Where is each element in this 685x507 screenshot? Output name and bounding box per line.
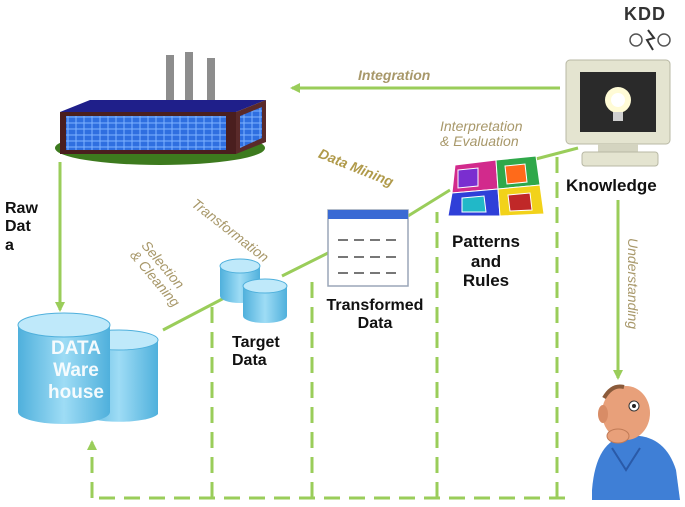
transformed-data-label: Transformed Data — [326, 297, 424, 333]
kdd-logo-text: KDD — [624, 4, 666, 24]
monitor-lightbulb-icon — [565, 59, 671, 167]
person-thinking-icon — [592, 384, 680, 500]
puzzle-icon — [447, 155, 545, 217]
target-data-label: Target Data — [232, 334, 280, 370]
raw-data-label: Raw Dat a — [5, 200, 38, 254]
feedback-lines — [87, 150, 565, 500]
transformation-arrow — [281, 250, 331, 278]
interpretation-label: Interpretation & Evaluation — [440, 118, 523, 150]
kdd-logo — [629, 29, 671, 51]
integration-label: Integration — [358, 67, 431, 83]
interpretation-arrow — [531, 146, 579, 162]
selection-arrow — [162, 294, 229, 332]
database-cylinder-icon — [17, 312, 159, 424]
target-data-cylinders-icon — [219, 258, 288, 323]
patterns-rules-label: Patterns and Rules — [451, 232, 521, 291]
data-warehouse-label: DATA Ware house — [48, 338, 104, 403]
table-icon — [327, 209, 409, 287]
understanding-label: Understanding — [625, 238, 641, 330]
knowledge-label: Knowledge — [566, 176, 657, 195]
factory-icon — [55, 52, 266, 165]
data-mining-arrow — [407, 188, 451, 218]
